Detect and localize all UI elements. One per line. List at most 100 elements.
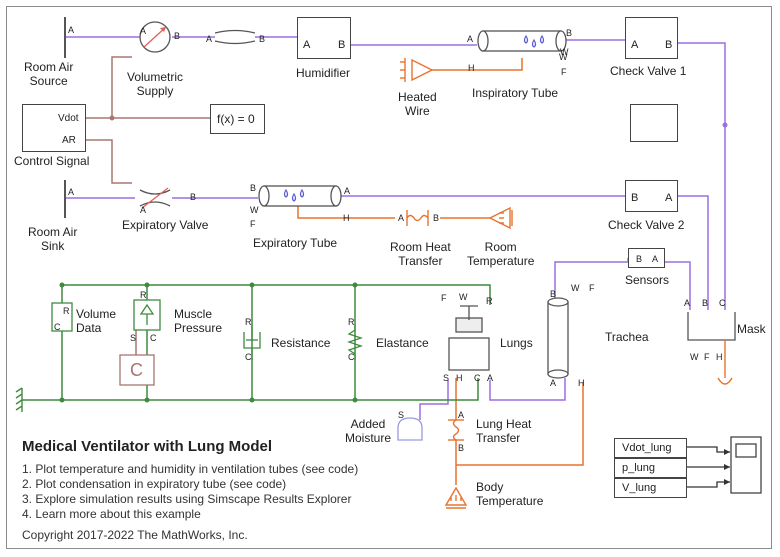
port-label: A bbox=[303, 39, 311, 51]
port-label: S bbox=[443, 373, 450, 383]
port-label: A bbox=[684, 298, 691, 308]
port-label: AR bbox=[62, 135, 76, 146]
muscle-source-block bbox=[119, 354, 155, 386]
diagram-frame bbox=[6, 6, 772, 549]
sensors-block[interactable] bbox=[628, 248, 665, 268]
port-label: A bbox=[140, 205, 147, 215]
line-trachea-to-body bbox=[456, 382, 584, 466]
scope-signal-label[interactable]: V_lung bbox=[614, 478, 687, 498]
pipe-icon bbox=[214, 29, 256, 45]
port-label: A bbox=[344, 186, 351, 196]
port-label: A bbox=[458, 410, 465, 420]
port-label: A bbox=[550, 378, 557, 388]
line-control-vdot bbox=[86, 56, 132, 119]
port-label: A bbox=[68, 25, 75, 35]
diagram-title: Medical Ventilator with Lung Model bbox=[22, 438, 273, 455]
elastance-icon bbox=[346, 325, 364, 360]
line-mech-bottom bbox=[22, 378, 479, 401]
port-label: R bbox=[245, 317, 252, 327]
expiratory-tube-label: Expiratory Tube bbox=[253, 236, 338, 250]
line-exptube-to-roomheat bbox=[297, 206, 395, 219]
step-link[interactable]: 1. Plot temperature and humidity in vent… bbox=[22, 462, 359, 476]
trachea-icon bbox=[547, 297, 569, 379]
port-label: A bbox=[487, 373, 494, 383]
line-valve1-to-mask bbox=[678, 42, 726, 310]
humidifier-block[interactable] bbox=[297, 17, 351, 59]
step-link[interactable]: 2. Plot condensation in expiratory tube … bbox=[22, 477, 287, 491]
muscle-pressure-icon bbox=[133, 299, 161, 331]
fx-block[interactable] bbox=[210, 104, 265, 134]
expiratory-tube-icon bbox=[258, 185, 342, 207]
port-label: H bbox=[468, 63, 475, 73]
room-air-sink-label: Room Air Sink bbox=[28, 225, 78, 253]
lungs-icon bbox=[448, 305, 490, 371]
scope-signal-label[interactable]: p_lung bbox=[614, 458, 687, 478]
port-label: H bbox=[716, 352, 723, 362]
mask-icon bbox=[687, 312, 736, 341]
droplet-icon bbox=[523, 34, 545, 48]
added-moisture-icon bbox=[397, 417, 423, 441]
expiratory-valve-label: Expiratory Valve bbox=[122, 218, 209, 232]
moisture-source-block[interactable] bbox=[630, 104, 678, 142]
port-label: B bbox=[550, 289, 557, 299]
port-label: W bbox=[690, 352, 699, 362]
port-label: W bbox=[559, 52, 568, 62]
line-valve2-to-mask bbox=[678, 195, 709, 310]
volumetric-supply-label: Volumetric Supply bbox=[127, 70, 184, 98]
mech-ground-icon bbox=[15, 387, 23, 412]
mask-thermal-ground-icon bbox=[717, 340, 733, 385]
room-temperature-icon bbox=[488, 206, 513, 230]
port-label: B bbox=[190, 192, 197, 202]
check-valve-2-label: Check Valve 2 bbox=[608, 218, 685, 232]
port-label: F bbox=[589, 283, 595, 293]
scope-signal-label[interactable]: Vdot_lung bbox=[614, 438, 687, 458]
check-valve-1-label: Check Valve 1 bbox=[610, 64, 687, 78]
mask-label: Mask bbox=[737, 322, 766, 336]
control-signal-block[interactable] bbox=[22, 104, 86, 152]
line-control-ar bbox=[86, 139, 132, 184]
port-label: W bbox=[459, 292, 468, 302]
port-label: A bbox=[206, 34, 213, 44]
port-label: B bbox=[174, 31, 181, 41]
port-label: B bbox=[702, 298, 709, 308]
volume-data-label: Volume Data bbox=[76, 307, 117, 335]
copyright: Copyright 2017-2022 The MathWorks, Inc. bbox=[22, 528, 248, 542]
port-label: A bbox=[140, 26, 147, 36]
resistance-label: Resistance bbox=[271, 336, 331, 350]
port-label: S bbox=[130, 333, 137, 343]
port-label: A bbox=[631, 39, 639, 51]
port-label: B bbox=[665, 39, 673, 51]
muscle-pressure-label: Muscle Pressure bbox=[174, 307, 223, 335]
check-valve-1-block[interactable] bbox=[625, 17, 678, 59]
line-moisture-to-lungs bbox=[419, 380, 449, 420]
inspiratory-tube-icon bbox=[477, 30, 567, 52]
port-label: H bbox=[578, 378, 585, 388]
port-label: C bbox=[474, 373, 481, 383]
line-trachea-to-lungs bbox=[489, 378, 566, 401]
expiratory-valve-icon bbox=[139, 187, 171, 209]
room-heat-transfer-icon bbox=[406, 210, 429, 226]
step-link[interactable]: 3. Explore simulation results using Sims… bbox=[22, 492, 352, 506]
port-label: H bbox=[456, 373, 463, 383]
room-temperature-label: Room Temperature bbox=[467, 240, 535, 268]
step-link[interactable]: 4. Learn more about this example bbox=[22, 507, 201, 521]
port-label: W bbox=[571, 283, 580, 293]
check-valve-2-block[interactable] bbox=[625, 180, 678, 212]
port-label: C bbox=[54, 322, 61, 332]
heated-wire-label: Heated Wire bbox=[398, 90, 437, 118]
port-label: A bbox=[665, 192, 673, 204]
port-label: C bbox=[348, 352, 355, 362]
volume-data-block bbox=[51, 302, 73, 332]
port-label: B bbox=[636, 254, 643, 264]
port-label: C bbox=[719, 298, 726, 308]
port-label: F bbox=[561, 67, 567, 77]
port-label: R bbox=[348, 317, 355, 327]
port-label: S bbox=[398, 410, 405, 420]
port-label: C bbox=[245, 352, 252, 362]
line-mech-top bbox=[62, 284, 491, 305]
steps-list: 1. Plot temperature and humidity in vent… bbox=[22, 462, 358, 522]
port-label: F bbox=[441, 293, 447, 303]
line-wire-to-tube bbox=[432, 58, 523, 71]
port-label: B bbox=[566, 28, 573, 38]
port-label: B bbox=[259, 34, 266, 44]
